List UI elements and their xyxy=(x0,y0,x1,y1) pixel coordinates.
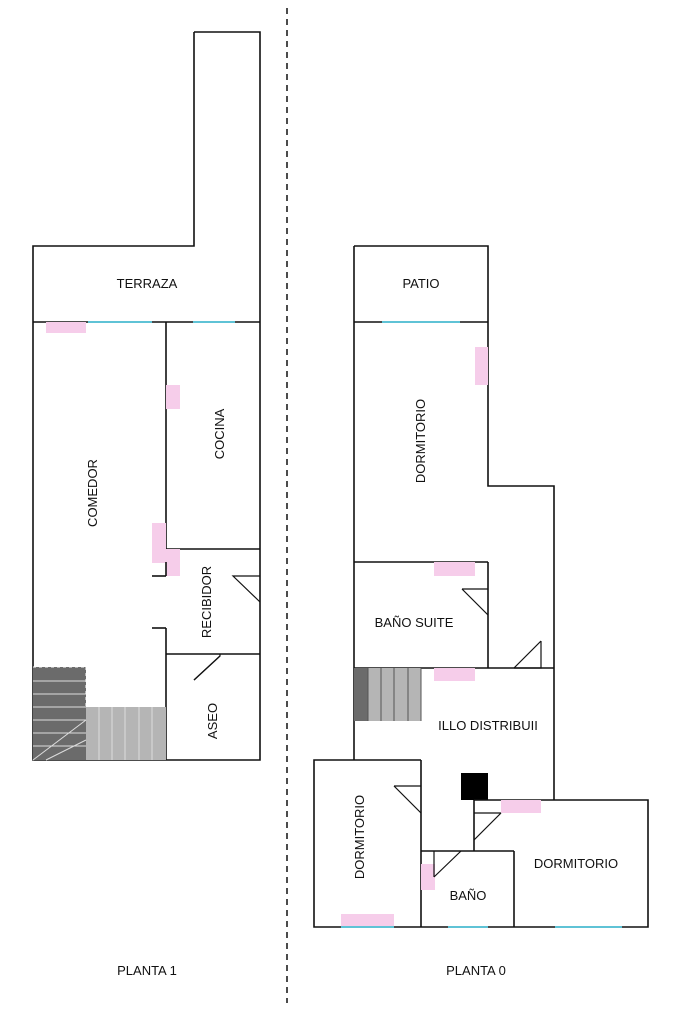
radiator xyxy=(434,668,475,681)
door-swing xyxy=(393,785,422,814)
radiator xyxy=(341,914,394,927)
radiator xyxy=(421,864,435,890)
door-swing xyxy=(514,641,542,669)
door-swing xyxy=(231,575,261,603)
room-label-dormitorio-left: DORMITORIO xyxy=(352,795,367,879)
room-label-dormitorio-right: DORMITORIO xyxy=(534,856,618,871)
door-swing xyxy=(461,588,489,616)
planta-0: PATIO DORMITORIO BAÑO SUITE ILLO DISTRIB… xyxy=(313,245,649,978)
door-swing xyxy=(473,812,502,841)
radiator xyxy=(166,385,180,409)
room-label-recibidor: RECIBIDOR xyxy=(199,566,214,638)
radiator xyxy=(501,800,541,813)
room-label-dormitorio-top: DORMITORIO xyxy=(413,399,428,483)
room-label-aseo: ASEO xyxy=(205,703,220,739)
radiator xyxy=(46,322,86,333)
planta0-stairs xyxy=(354,668,422,721)
room-label-bano: BAÑO xyxy=(450,888,487,903)
room-label-patio: PATIO xyxy=(402,276,439,291)
dormitorio-left-wall xyxy=(313,759,421,928)
radiator xyxy=(166,549,180,576)
room-label-bano-suite: BAÑO SUITE xyxy=(375,615,454,630)
radiator xyxy=(475,347,488,385)
room-label-distribuidor: ILLO DISTRIBUII xyxy=(438,718,538,733)
door-swing xyxy=(193,655,221,681)
planta1-outer-wall xyxy=(32,31,261,761)
radiator xyxy=(434,562,475,576)
chimney-column xyxy=(461,773,488,800)
plan-caption-planta-0: PLANTA 0 xyxy=(446,963,506,978)
planta1-stairs xyxy=(32,666,166,761)
radiator xyxy=(152,523,166,563)
door-swing xyxy=(513,640,542,669)
planta-1: TERRAZA COMEDOR COCINA RECIBIDOR ASEO PL… xyxy=(32,31,261,978)
planta0-outer-wall-top xyxy=(354,245,555,668)
plan-caption-planta-1: PLANTA 1 xyxy=(117,963,177,978)
door-swing xyxy=(433,850,462,878)
room-label-terraza: TERRAZA xyxy=(117,276,178,291)
room-label-cocina: COCINA xyxy=(212,408,227,459)
room-label-comedor: COMEDOR xyxy=(85,459,100,527)
